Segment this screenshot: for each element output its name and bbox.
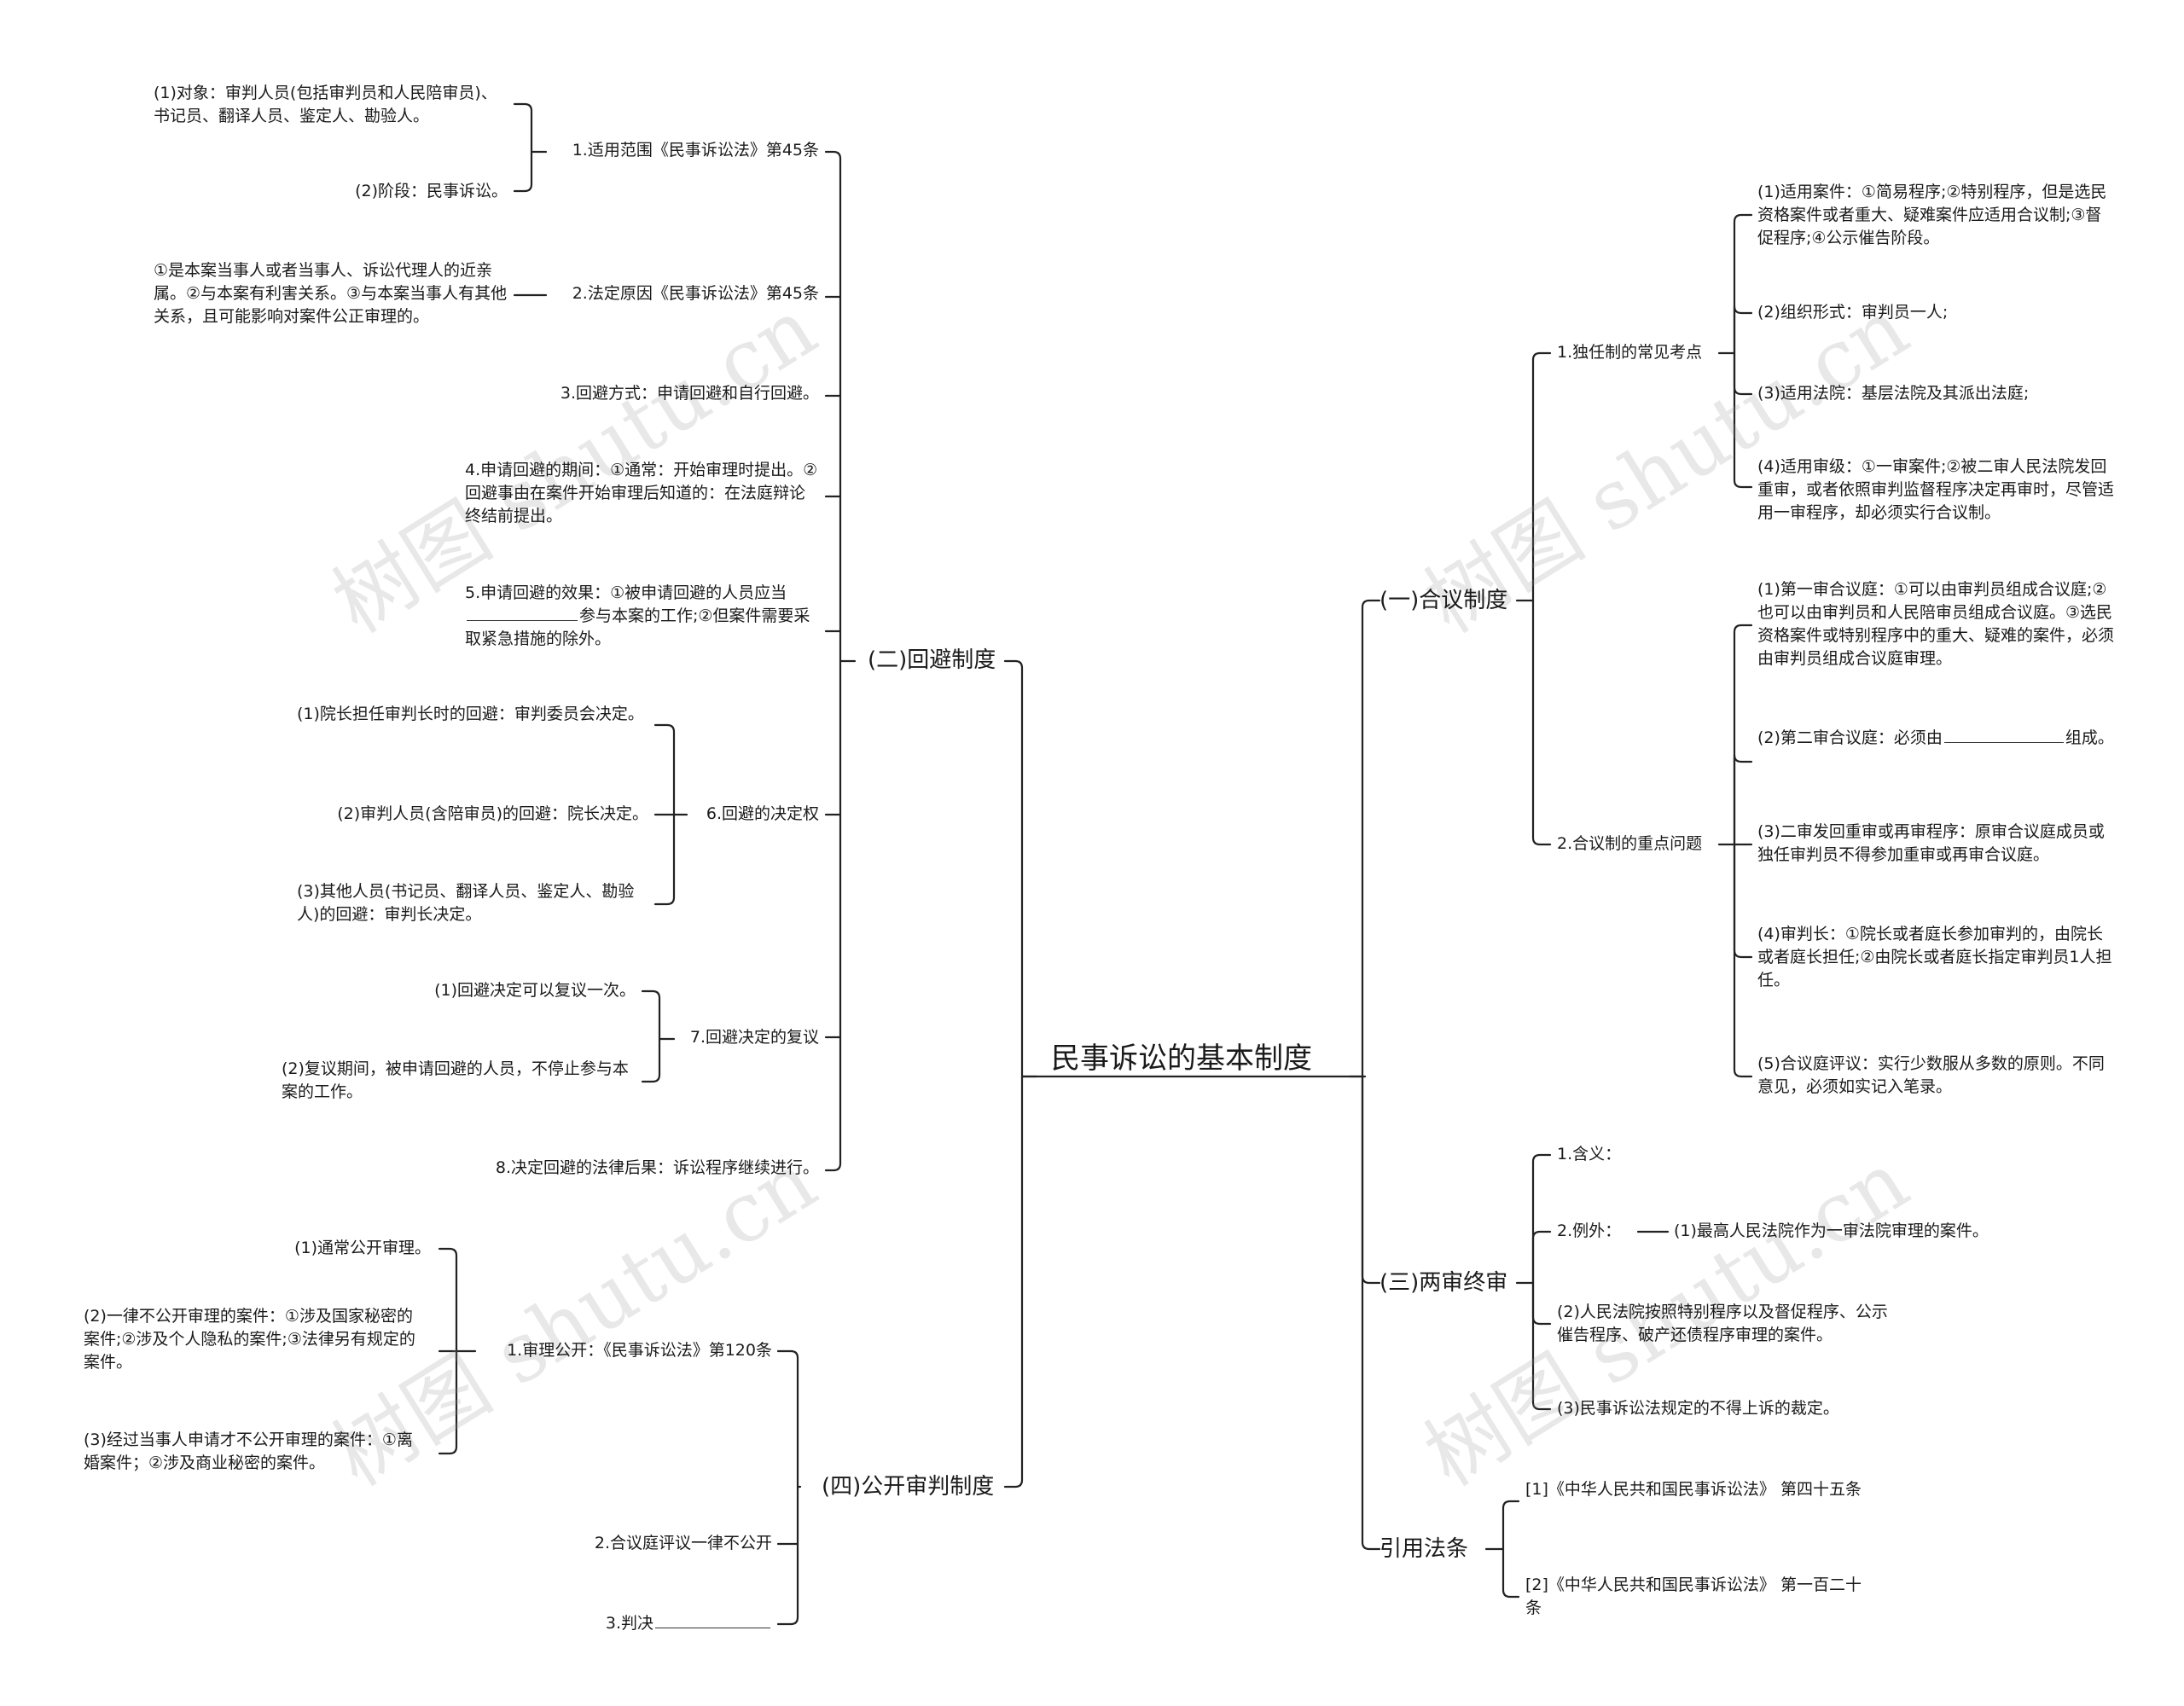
recusal-method[interactable]: 3.回避方式：申请回避和自行回避。: [560, 384, 819, 403]
branch-recusal[interactable]: (二)回避制度: [868, 647, 996, 673]
recusal-period[interactable]: 4.申请回避的期间：①通常：开始审理时提出。②回避事由在案件开始审理后知道的：在…: [465, 461, 818, 525]
presiding-judge[interactable]: (4)审判长：①院长或者庭长参加审判的，由院长或者庭长担任;②由院长或者庭长指定…: [1757, 925, 2112, 989]
exception-supreme-court[interactable]: (1)最高人民法院作为一审法院审理的案件。: [1674, 1221, 1989, 1240]
reconsideration-once[interactable]: (1)回避决定可以复议一次。: [434, 981, 636, 1000]
public-hearing-on-request[interactable]: (3)经过当事人申请才不公开审理的案件：①离婚案件；②涉及商业秘密的案件。: [84, 1430, 413, 1472]
blank-line: [467, 619, 578, 621]
recusal-scope-stage[interactable]: (2)阶段：民事诉讼。: [355, 182, 508, 200]
two-instance-meaning[interactable]: 1.含义：: [1557, 1145, 1622, 1163]
recusal-decision-power[interactable]: 6.回避的决定权: [706, 804, 819, 823]
recusal-consequence[interactable]: 8.决定回避的法律后果：诉讼程序继续进行。: [495, 1158, 819, 1177]
two-instance-exceptions[interactable]: 2.例外：: [1557, 1221, 1622, 1240]
recusal-effect[interactable]: 5.申请回避的效果：①被申请回避的人员应当参与本案的工作;②但案件需要采取紧急措…: [465, 583, 810, 648]
sole-judge-form[interactable]: (2)组织形式：审判员一人;: [1757, 303, 1949, 322]
exception-non-appealable[interactable]: (3)民事诉讼法规定的不得上诉的裁定。: [1557, 1399, 1839, 1418]
blank-line: [1943, 741, 2064, 743]
branch-public-trial[interactable]: (四)公开审判制度: [822, 1474, 995, 1500]
cited-article-120[interactable]: [2]《中华人民共和国民事诉讼法》 第一百二十条: [1525, 1575, 1862, 1617]
sole-judge-court[interactable]: (3)适用法院：基层法院及其派出法庭;: [1757, 384, 2030, 403]
cited-article-45[interactable]: [1]《中华人民共和国民事诉讼法》 第四十五条: [1525, 1480, 1862, 1499]
sole-judge-cases[interactable]: (1)适用案件：①简易程序;②特别程序，但是选民资格案件或者重大、疑难案件应适用…: [1757, 183, 2107, 247]
sole-judge-instance[interactable]: (4)适用审级：①一审案件;②被二审人民法院发回重审，或者依照审判监督程序决定再…: [1757, 457, 2115, 522]
public-hearing-normal[interactable]: (1)通常公开审理。: [294, 1239, 431, 1257]
recusal-scope-object[interactable]: (1)对象：审判人员(包括审判员和人民陪审员)、书记员、翻译人员、鉴定人、勘验人…: [154, 84, 497, 125]
recusal-grounds-detail[interactable]: ①是本案当事人或者当事人、诉讼代理人的近亲属。②与本案有利害关系。③与本案当事人…: [154, 261, 508, 326]
branch-collegial[interactable]: (一)合议制度: [1380, 588, 1508, 613]
panel-deliberation[interactable]: (5)合议庭评议：实行少数服从多数的原则。不同意见，必须如实记入笔录。: [1757, 1054, 2105, 1096]
recusal-grounds[interactable]: 2.法定原因《民事诉讼法》第45条: [572, 284, 819, 303]
public-hearing-never-public[interactable]: (2)一律不公开审理的案件：①涉及国家秘密的案件;②涉及个人隐私的案件;③法律另…: [84, 1307, 415, 1372]
blank-line: [655, 1627, 770, 1628]
decision-power-president[interactable]: (1)院长担任审判长时的回避：审判委员会决定。: [297, 705, 644, 723]
public-hearing[interactable]: 1.审理公开：《民事诉讼法》第120条: [507, 1341, 772, 1360]
retrial-panel[interactable]: (3)二审发回重审或再审程序：原审合议庭成员或独任审判员不得参加重审或再审合议庭…: [1757, 822, 2105, 864]
branch-cited-articles[interactable]: 引用法条: [1380, 1536, 1469, 1562]
decision-power-others[interactable]: (3)其他人员(书记员、翻译人员、鉴定人、勘验人)的回避：审判长决定。: [297, 882, 635, 924]
judgment[interactable]: 3.判决: [478, 1612, 772, 1635]
panel-deliberation-private[interactable]: 2.合议庭评议一律不公开: [594, 1534, 772, 1552]
recusal-scope[interactable]: 1.适用范围《民事诉讼法》第45条: [572, 141, 819, 160]
first-instance-panel[interactable]: (1)第一审合议庭：①可以由审判员组成合议庭;②也可以由审判员和人民陪审员组成合…: [1757, 580, 2115, 668]
decision-power-judges[interactable]: (2)审判人员(含陪审员)的回避：院长决定。: [337, 804, 648, 823]
recusal-reconsideration[interactable]: 7.回避决定的复议: [689, 1028, 819, 1047]
reconsideration-period[interactable]: (2)复议期间，被申请回避的人员，不停止参与本案的工作。: [282, 1059, 629, 1101]
sole-judge-points[interactable]: 1.独任制的常见考点: [1557, 343, 1703, 362]
branch-two-instance[interactable]: (三)两审终审: [1380, 1270, 1508, 1296]
root-node[interactable]: 民事诉讼的基本制度: [1051, 1042, 1312, 1076]
second-instance-panel[interactable]: (2)第二审合议庭：必须由组成。: [1757, 728, 2114, 747]
exception-special-procedure[interactable]: (2)人民法院按照特别程序以及督促程序、公示催告程序、破产还债程序审理的案件。: [1557, 1303, 1888, 1344]
collegial-key-issues[interactable]: 2.合议制的重点问题: [1557, 834, 1703, 853]
